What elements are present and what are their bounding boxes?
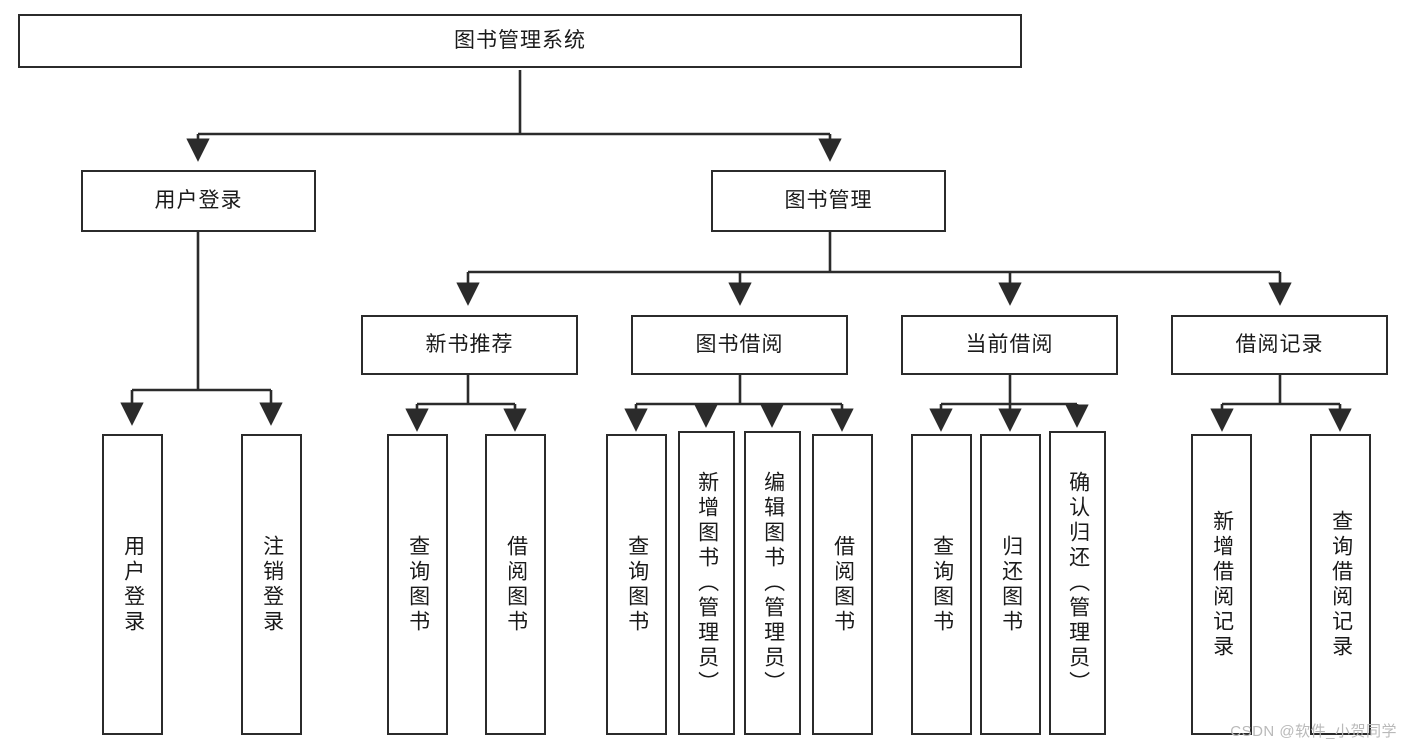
node-label: 注销登录 [260, 534, 284, 635]
leaf-record-add-record[interactable]: 新增借阅记录 [1191, 434, 1252, 735]
node-label: 图书管理系统 [454, 29, 586, 53]
node-root-system[interactable]: 图书管理系统 [18, 14, 1022, 68]
node-label: 新增借阅记录 [1210, 509, 1234, 660]
node-label: 图书借阅 [695, 333, 784, 357]
node-label: 新书推荐 [425, 333, 514, 357]
node-label: 图书管理 [784, 189, 873, 213]
node-label: 查询图书 [406, 534, 430, 635]
node-label: 借阅图书 [831, 534, 855, 635]
node-label: 借阅记录 [1235, 333, 1324, 357]
node-label: 用户登录 [121, 534, 145, 635]
node-user-login[interactable]: 用户登录 [81, 170, 316, 232]
leaf-recommend-query-book[interactable]: 查询图书 [387, 434, 448, 735]
leaf-current-query-book[interactable]: 查询图书 [911, 434, 972, 735]
leaf-recommend-borrow-book[interactable]: 借阅图书 [485, 434, 546, 735]
leaf-borrow-query-book[interactable]: 查询图书 [606, 434, 667, 735]
leaf-borrow-add-book-admin[interactable]: 新增图书（管理员） [678, 431, 735, 735]
node-label: 归还图书 [999, 534, 1023, 635]
node-label: 用户登录 [154, 189, 243, 213]
node-label: 查询图书 [930, 534, 954, 635]
node-label: 确认归还（管理员） [1066, 470, 1090, 696]
leaf-current-return-book[interactable]: 归还图书 [980, 434, 1041, 735]
node-label: 借阅图书 [504, 534, 528, 635]
node-label: 编辑图书（管理员） [761, 470, 785, 696]
node-book-management[interactable]: 图书管理 [711, 170, 946, 232]
csdn-watermark: CSDN @软件_小贺同学 [1230, 723, 1397, 740]
node-current-borrow[interactable]: 当前借阅 [901, 315, 1118, 375]
leaf-borrow-borrow-book[interactable]: 借阅图书 [812, 434, 873, 735]
node-label: 新增图书（管理员） [695, 470, 719, 696]
node-borrow-record[interactable]: 借阅记录 [1171, 315, 1388, 375]
node-label: 查询借阅记录 [1329, 509, 1353, 660]
leaf-borrow-edit-book-admin[interactable]: 编辑图书（管理员） [744, 431, 801, 735]
node-book-borrow[interactable]: 图书借阅 [631, 315, 848, 375]
node-label: 当前借阅 [965, 333, 1054, 357]
leaf-user-login-logout[interactable]: 注销登录 [241, 434, 302, 735]
node-new-book-recommend[interactable]: 新书推荐 [361, 315, 578, 375]
leaf-user-login-login[interactable]: 用户登录 [102, 434, 163, 735]
leaf-current-confirm-return-admin[interactable]: 确认归还（管理员） [1049, 431, 1106, 735]
leaf-record-query-record[interactable]: 查询借阅记录 [1310, 434, 1371, 735]
node-label: 查询图书 [625, 534, 649, 635]
